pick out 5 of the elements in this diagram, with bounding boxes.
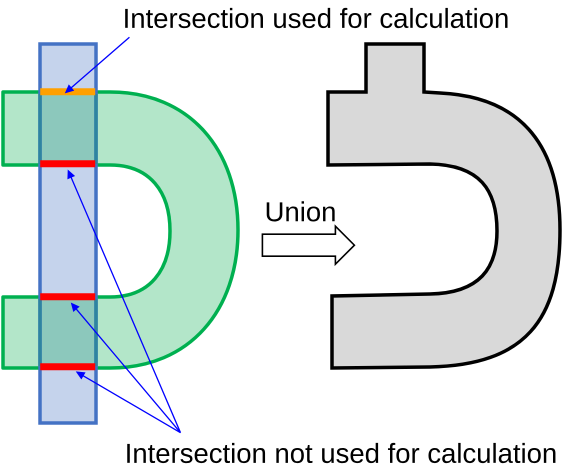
callout-text: Intersection used for calculation <box>125 8 508 28</box>
edge-label: Union <box>266 201 335 222</box>
callout-text: Intersection not used for calculation <box>127 442 556 464</box>
block-arrow <box>262 224 356 266</box>
horseshoe-drawing <box>1 42 240 425</box>
